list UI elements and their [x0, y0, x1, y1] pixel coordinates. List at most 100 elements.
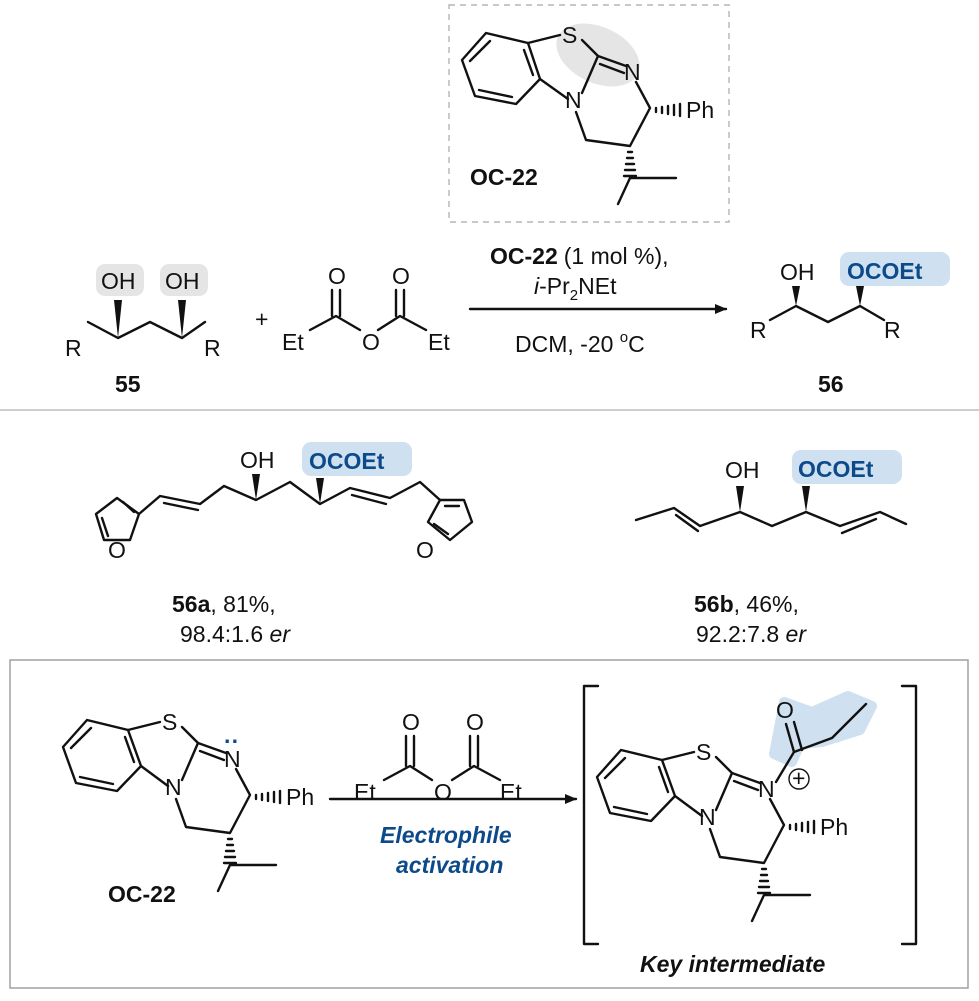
conditions-unit: C: [628, 331, 645, 357]
example-56b-yield: , 46%,: [734, 591, 799, 617]
example-56a-er: 98.4:1.6: [180, 621, 270, 647]
propionic-anhydride: O O O Et Et: [282, 263, 450, 355]
charge-circle: [788, 768, 810, 790]
product-r-2: R: [884, 317, 901, 343]
anhydride-carbonyl-2: [394, 288, 406, 318]
catalyst-ph: Ph: [686, 97, 714, 123]
mechanism-anhydride: O O O Et Et: [354, 709, 522, 805]
mech-arrow-label-1: Electrophile: [380, 822, 512, 848]
example-56a-ester: OCOEt: [309, 448, 385, 474]
int-charge: +: [792, 765, 805, 791]
diol-chain: [86, 320, 207, 340]
example-56b-er-unit: er: [786, 621, 808, 647]
conditions-line-3: DCM, -20 oC: [515, 329, 645, 357]
example-56a-label: 56a: [172, 591, 211, 617]
example-56b-wedge-ester: [802, 486, 810, 512]
acyl-highlight: [769, 691, 877, 767]
example-56b-chain: [634, 506, 908, 528]
example-56a-ester-highlight: [302, 442, 412, 476]
catalyst-atom-s: S: [562, 22, 577, 48]
mech-atom-n-ring: N: [165, 774, 182, 800]
pyrimidine-bonds: [574, 80, 652, 148]
anhydride-o-2: O: [392, 263, 410, 289]
product-wedge-oh: [792, 286, 800, 306]
catalyst-atom-n-ring: N: [565, 87, 582, 113]
example-56b-wedge-oh: [736, 486, 744, 512]
example-56a-caption-2: 98.4:1.6 er: [180, 621, 291, 647]
anhydride-carbonyl-1: [330, 288, 342, 318]
conditions-deg: o: [620, 329, 628, 346]
int-atom-n-ring: N: [699, 804, 716, 830]
mech-catalyst-label: OC-22: [108, 881, 176, 907]
mech-anhydride-et-1: Et: [354, 779, 376, 805]
example-56a-furan-o-1: O: [108, 537, 126, 563]
thiazole-bonds: [526, 33, 600, 101]
mech-hashed-ph: [254, 789, 282, 805]
mech-pyrimidine-bonds: [174, 767, 252, 835]
right-bracket: [900, 684, 918, 946]
example-56a-caption-1: 56a, 81%,: [172, 591, 276, 617]
hashed-bond-ph: [654, 102, 682, 118]
diol-oh-highlight-1: [96, 264, 144, 296]
conditions-solvent-temp: DCM, -20: [515, 331, 620, 357]
int-pyrimidine-bonds: [708, 797, 786, 865]
mech-anhydride-carbonyl-2: [468, 734, 480, 768]
int-atom-o: O: [776, 697, 794, 723]
example-56a-wedge-oh: [252, 474, 260, 500]
mech-hashed-ipr: [222, 837, 238, 865]
imine-double-bond: [596, 54, 628, 75]
mech-atom-s: S: [162, 709, 177, 735]
catalyst-dashed-frame: [448, 4, 730, 223]
int-acyl-bonds: [774, 702, 868, 784]
int-ph: Ph: [820, 814, 848, 840]
example-56a-er-unit: er: [270, 621, 292, 647]
example-56a-yield: , 81%,: [210, 591, 275, 617]
product-oh: OH: [780, 259, 815, 285]
anhydride-chain: [308, 314, 428, 332]
int-hashed-ipr: [756, 867, 772, 895]
int-hashed-ph: [788, 819, 816, 835]
isopropyl-bonds: [616, 176, 678, 206]
catalyst-structure-top: S N N Ph OC-22: [448, 4, 730, 223]
mechanism-catalyst: S N ·· N Ph OC-22: [61, 709, 314, 907]
mech-imine-bond: [196, 741, 228, 762]
example-56b-ester-highlight: [792, 450, 902, 484]
example-56a-wedge-ester: [316, 478, 324, 504]
mech-atom-n: N: [224, 746, 241, 772]
diol-r-2: R: [204, 335, 221, 361]
conditions-line-2: i-Pr2NEt: [534, 273, 617, 304]
conditions-catalyst: OC-22: [490, 243, 558, 269]
wedge-oh-2: [178, 300, 186, 338]
anhydride-o-1: O: [328, 263, 346, 289]
product-label: 56: [818, 371, 844, 397]
int-atom-s: S: [696, 739, 711, 765]
mech-anhydride-carbonyl-1: [404, 734, 416, 768]
anhydride-et-1: Et: [282, 329, 304, 355]
product-wedge-ester: [856, 286, 864, 306]
example-56b-er: 92.2:7.8: [696, 621, 786, 647]
mechanism-frame: [9, 659, 969, 989]
product-56: OH OCOEt R R 56: [750, 252, 950, 397]
example-56a: OH OCOEt O O 56a, 81%, 98.4:1.6 er: [94, 442, 474, 647]
diol-oh-2: OH: [165, 268, 200, 294]
mech-isopropyl-bonds: [216, 863, 278, 893]
diol-label: 55: [115, 371, 141, 397]
product-ester: OCOEt: [847, 258, 923, 284]
wedge-oh-1: [114, 300, 122, 338]
example-56b-ester: OCOEt: [798, 456, 874, 482]
key-intermediate-label: Key intermediate: [640, 951, 826, 977]
furan-right: [426, 498, 474, 542]
example-56b-caption-1: 56b, 46%,: [694, 591, 799, 617]
mech-thiazole-bonds: [126, 720, 200, 788]
diol-oh-1: OH: [101, 268, 136, 294]
conditions-base-prefix: i: [534, 273, 540, 299]
mechanism-arrow: Electrophile activation: [328, 794, 578, 878]
int-isopropyl-bonds: [750, 893, 812, 923]
example-56b-oh: OH: [725, 457, 760, 483]
anhydride-et-2: Et: [428, 329, 450, 355]
conditions-line-1: OC-22(1 mol %),: [490, 243, 669, 269]
reaction-arrow-top: OC-22(1 mol %), i-Pr2NEt DCM, -20 oC: [468, 243, 728, 357]
example-56b-alkene-1: [674, 513, 700, 533]
left-bracket: [582, 684, 600, 946]
